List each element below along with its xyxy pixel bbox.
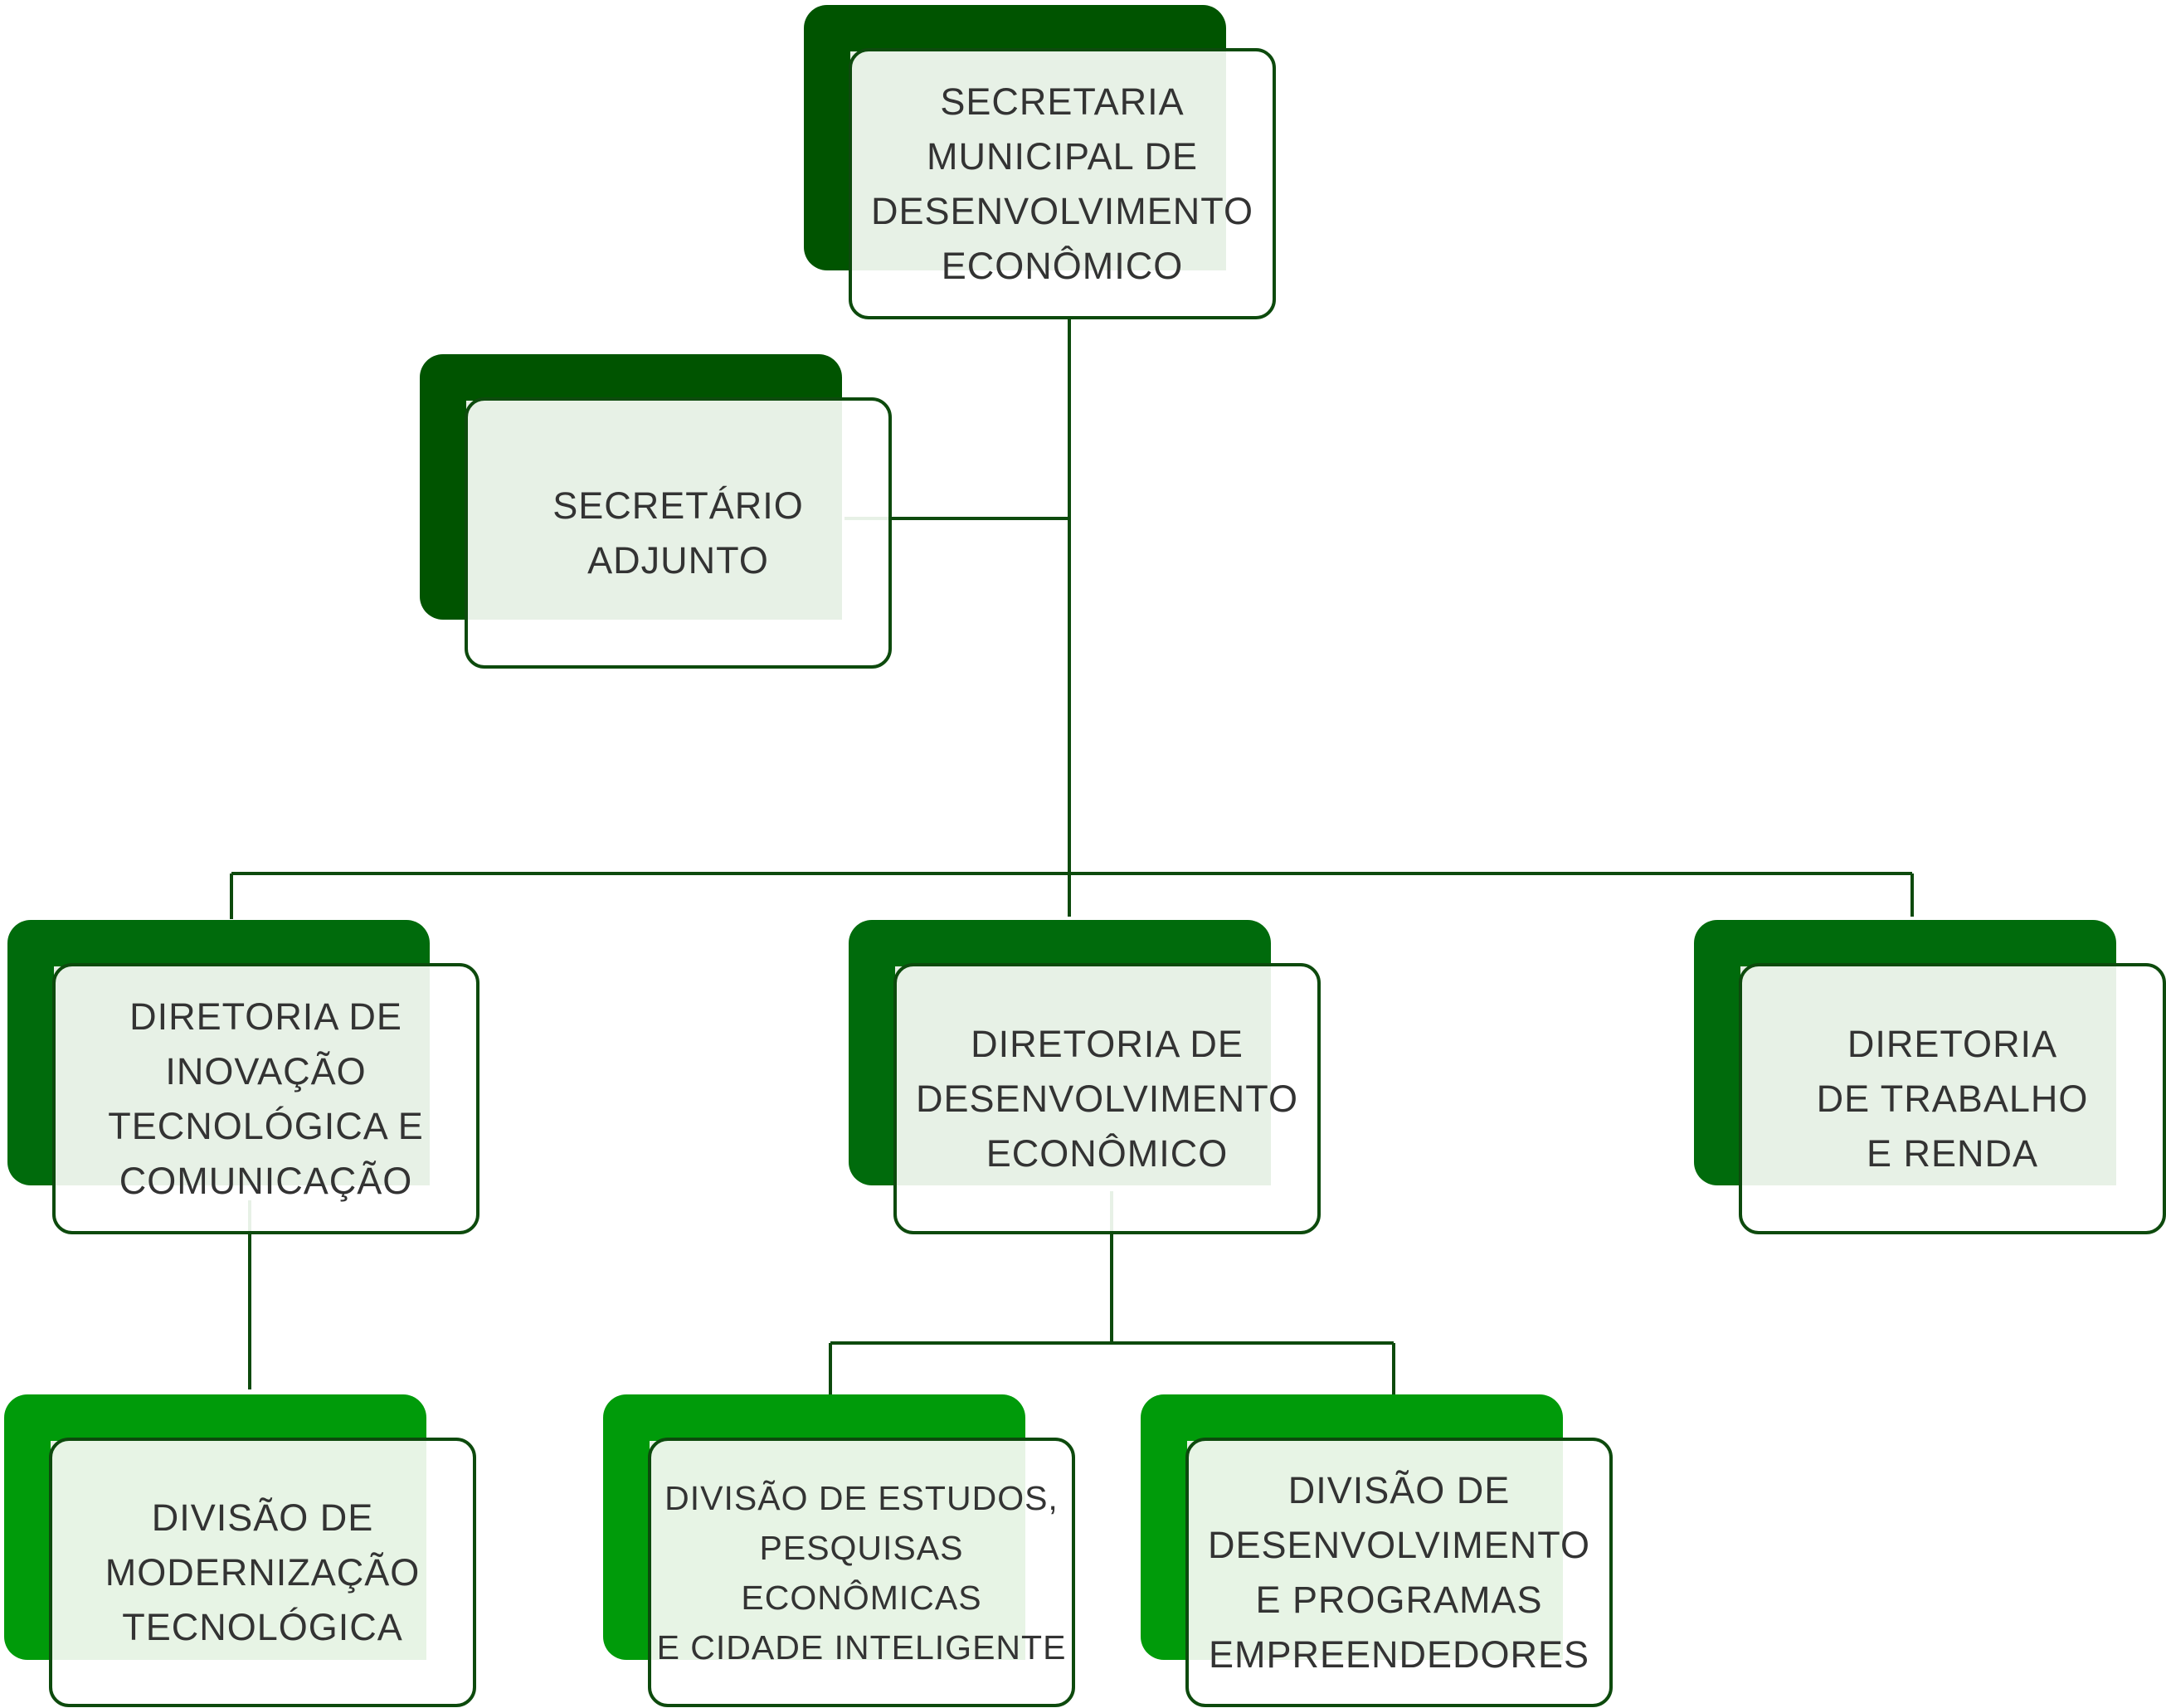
node-fill (466, 401, 842, 620)
node-card (49, 1438, 476, 1707)
node-divisao-estudos: DIVISÃO DE ESTUDOS, PESQUISAS ECONÔMICAS… (603, 1394, 1075, 1707)
node-card (465, 397, 892, 669)
node-card (1185, 1438, 1613, 1707)
node-fill (51, 1441, 426, 1660)
node-fill (850, 51, 1226, 270)
node-label: DIVISÃO DE DESENVOLVIMENTO E PROGRAMAS E… (1208, 1468, 1590, 1676)
node-divisao-modernizacao: DIVISÃO DE MODERNIZAÇÃO TECNOLÓGICA (4, 1394, 476, 1707)
node-label: DIRETORIA DE TRABALHO E RENDA (1816, 1022, 2089, 1175)
node-fill (54, 966, 430, 1185)
node-fill (895, 966, 1271, 1185)
node-label: DIVISÃO DE ESTUDOS, PESQUISAS ECONÔMICAS… (656, 1478, 1067, 1667)
node-diretoria-desenvolvimento: DIRETORIA DE DESENVOLVIMENTO ECONÔMICO (849, 920, 1321, 1234)
node-divisao-programas: DIVISÃO DE DESENVOLVIMENTO E PROGRAMAS E… (1141, 1394, 1613, 1707)
node-diretoria-trabalho: DIRETORIA DE TRABALHO E RENDA (1694, 920, 2166, 1234)
node-secretaria: SECRETARIA MUNICIPAL DE DESENVOLVIMENTO … (804, 5, 1276, 319)
node-fill (650, 1441, 1025, 1660)
node-card (52, 963, 479, 1234)
node-label: SECRETÁRIO ADJUNTO (552, 484, 804, 581)
node-card (849, 48, 1276, 319)
node-card (648, 1438, 1075, 1707)
node-label: DIRETORIA DE INOVAÇÃO TECNOLÓGICA E COMU… (108, 995, 424, 1202)
node-fill (1187, 1441, 1563, 1660)
node-label: SECRETARIA MUNICIPAL DE DESENVOLVIMENTO … (871, 80, 1253, 287)
node-card (893, 963, 1321, 1234)
node-secretario-adjunto: SECRETÁRIO ADJUNTO (420, 354, 892, 669)
node-label: DIRETORIA DE DESENVOLVIMENTO ECONÔMICO (916, 1022, 1298, 1175)
node-fill (1740, 966, 2116, 1185)
node-label: DIVISÃO DE MODERNIZAÇÃO TECNOLÓGICA (105, 1496, 421, 1648)
node-diretoria-inovacao: DIRETORIA DE INOVAÇÃO TECNOLÓGICA E COMU… (7, 920, 479, 1234)
node-card (1739, 963, 2166, 1234)
